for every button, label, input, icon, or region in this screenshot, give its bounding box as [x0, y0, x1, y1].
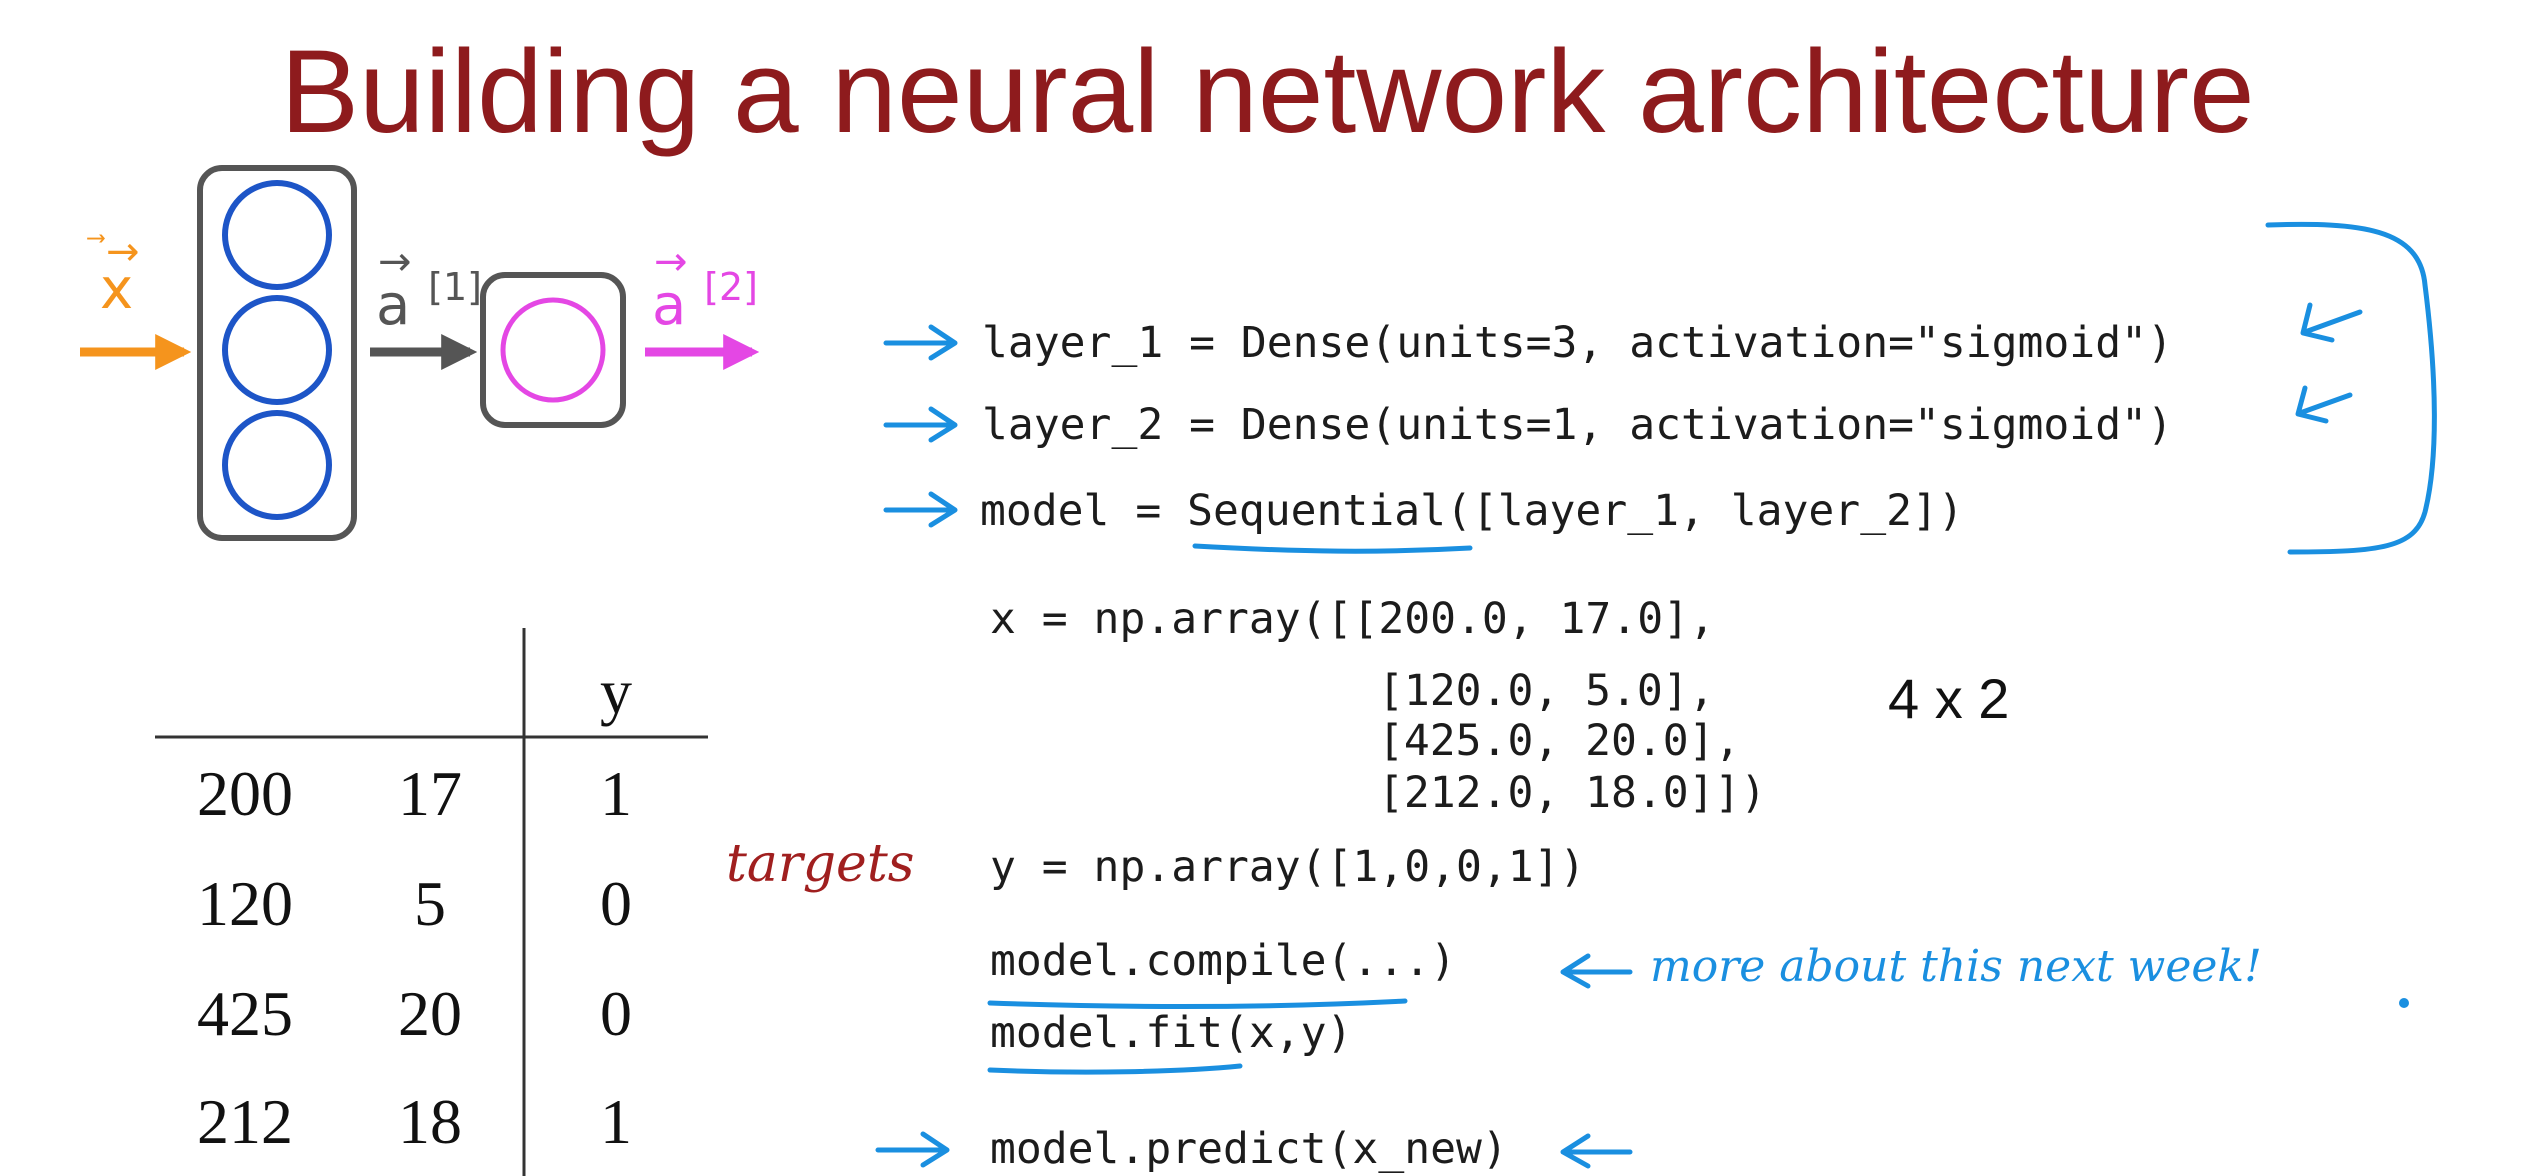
table-cell: 0 [600, 868, 632, 939]
compile-note: more about this next week! [1650, 941, 2262, 992]
code-line-layer-1: layer_1 = Dense(units=3, activation="sig… [982, 318, 2173, 368]
table-cell: 120 [197, 868, 293, 939]
code-line-layer-2: layer_2 = Dense(units=1, activation="sig… [982, 400, 2173, 450]
hidden-neuron-3 [222, 410, 332, 520]
sequential-underline [1192, 543, 1473, 554]
pointer-arrow-layer-1 [883, 324, 958, 361]
table-cell: 200 [197, 758, 293, 829]
table-cell: 425 [197, 978, 293, 1049]
table-cell: 1 [600, 1086, 632, 1157]
left-arrow-layer-2 [2295, 385, 2353, 424]
pointer-arrow-predict [875, 1131, 950, 1168]
fit-underline [987, 1063, 1243, 1075]
compile-underline [987, 998, 1408, 1010]
left-arrow-predict [1560, 1133, 1633, 1169]
exclamation-dot [2399, 998, 2409, 1008]
table-cell: 1 [600, 758, 632, 829]
code-bracket [2265, 221, 2437, 555]
hidden-neuron-1 [222, 180, 332, 290]
table-header-y: y [600, 656, 632, 727]
output-layer-box [480, 272, 626, 428]
left-arrow-layer-1 [2300, 302, 2363, 343]
pointer-arrow-layer-2 [883, 406, 958, 443]
code-line-y: y = np.array([1,0,0,1]) [990, 842, 1586, 892]
slide-title: Building a neural network architecture [280, 26, 2255, 158]
left-arrow-compile [1560, 953, 1633, 989]
code-line-compile: model.compile(...) [990, 936, 1456, 986]
hidden-activation-label: → a [1] [376, 242, 482, 334]
vector-arrow-icon: → [378, 239, 412, 285]
pointer-arrow-model [883, 491, 958, 528]
hidden-layer-box [197, 165, 357, 541]
hidden-activation-symbol: a [376, 273, 411, 338]
table-cell: 5 [414, 868, 446, 939]
output-activation-symbol: a [652, 273, 687, 338]
code-line-x-4: [212.0, 18.0]]) [1378, 768, 1767, 818]
output-layer-superscript: [2] [704, 265, 758, 309]
hidden-neuron-2 [222, 295, 332, 405]
table-cell: 17 [398, 758, 462, 829]
table-cell: 18 [398, 1086, 462, 1157]
output-neuron [500, 297, 606, 403]
code-line-model: model = Sequential([layer_1, layer_2]) [980, 486, 1964, 536]
code-line-x-2: [120.0, 5.0], [1378, 666, 1715, 716]
vector-arrow-icon: ⃗→ [106, 229, 140, 275]
table-cell: 212 [197, 1086, 293, 1157]
code-line-x-1: x = np.array([[200.0, 17.0], [990, 594, 1715, 644]
code-line-predict: model.predict(x_new) [990, 1124, 1508, 1174]
code-line-x-3: [425.0, 20.0], [1378, 716, 1741, 766]
table-cell: 0 [600, 978, 632, 1049]
table-cell: 20 [398, 978, 462, 1049]
hidden-layer-superscript: [1] [428, 265, 482, 309]
targets-note: targets [726, 834, 915, 894]
input-vector-label: ⃗→ x [100, 232, 140, 318]
code-line-fit: model.fit(x,y) [990, 1008, 1353, 1058]
input-vector-symbol: x [100, 257, 134, 322]
vector-arrow-icon: → [654, 239, 688, 285]
output-activation-label: → a [2] [652, 242, 758, 334]
dimension-note: 4 x 2 [1888, 667, 2010, 730]
